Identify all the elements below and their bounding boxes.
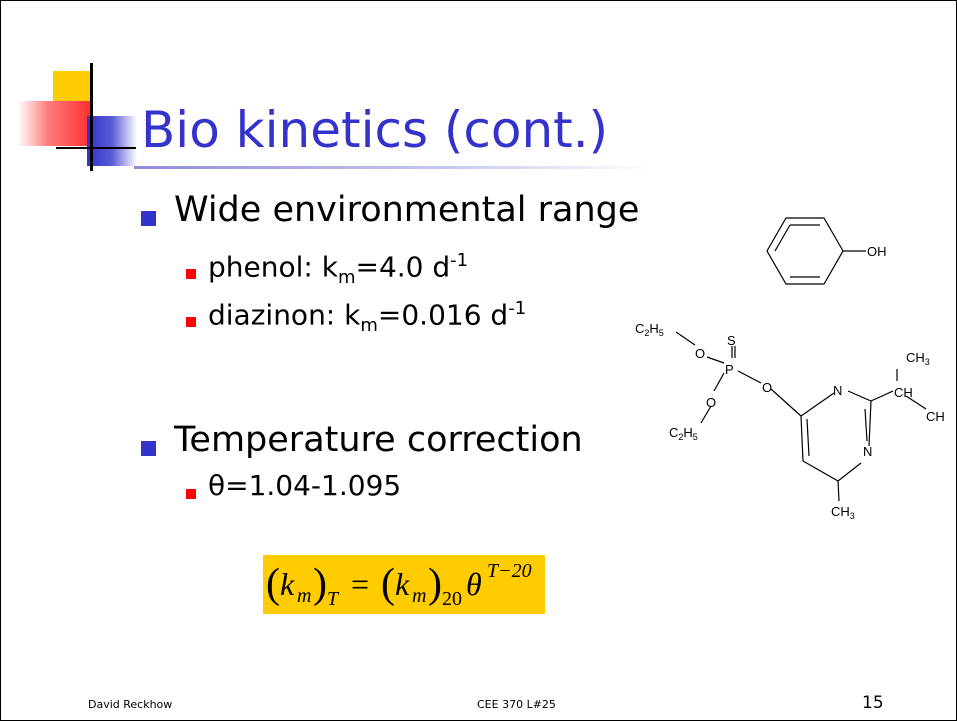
svg-text:N: N: [833, 383, 842, 398]
svg-text:CH3: CH3: [906, 350, 930, 367]
sub-bullet-diazinon: diazinon: km=0.016 d-1: [208, 298, 527, 336]
sub-bullet-theta-range: θ=1.04-1.095: [208, 469, 402, 502]
svg-text:(: (: [381, 561, 395, 607]
decor-horizontal-line: [56, 147, 136, 149]
svg-text:m: m: [297, 585, 311, 607]
svg-text:=: =: [351, 566, 369, 602]
decor-vertical-line: [90, 63, 93, 171]
bullet-temperature-correction: Temperature correction: [174, 420, 583, 460]
svg-text:T: T: [327, 588, 340, 610]
svg-text:(: (: [266, 561, 280, 607]
svg-text:CH3: CH3: [831, 504, 855, 521]
temperature-formula: ( k m ) T = ( k m ) 20 θ T−20: [266, 560, 532, 610]
svg-text:O: O: [695, 346, 705, 361]
sub-bullet-marker: [186, 317, 196, 327]
svg-text:k: k: [280, 566, 295, 602]
phenol-oh-label: OH: [867, 244, 887, 259]
diazinon-structure: C2H5 O S P O O C2H5 N N CH CH3 CH CH3: [635, 321, 945, 521]
svg-text:O: O: [706, 395, 716, 410]
svg-text:): ): [428, 561, 442, 607]
bullet-marker: [141, 211, 156, 226]
sub-bullet-marker: [186, 269, 196, 279]
decor-red-bar: [18, 101, 93, 146]
svg-text:P: P: [725, 362, 734, 377]
temperature-formula-box: ( k m ) T = ( k m ) 20 θ T−20: [263, 555, 545, 614]
footer-course: CEE 370 L#25: [477, 698, 556, 711]
svg-text:C2H5: C2H5: [635, 321, 664, 338]
svg-text:CH: CH: [894, 385, 913, 400]
page-number: 15: [862, 693, 884, 713]
phenol-structure: OH: [766, 217, 887, 285]
svg-text:S: S: [727, 333, 736, 348]
bullet-marker: [141, 441, 156, 456]
svg-text:k: k: [395, 566, 410, 602]
svg-text:): ): [313, 561, 327, 607]
svg-text:N: N: [863, 444, 872, 459]
svg-text:O: O: [762, 380, 772, 395]
sub-bullet-marker: [186, 489, 196, 499]
svg-text:C2H5: C2H5: [669, 425, 698, 442]
sub-bullet-phenol: phenol: km=4.0 d-1: [208, 250, 469, 288]
svg-text:CH: CH: [926, 409, 945, 424]
footer-author: David Reckhow: [88, 698, 173, 711]
slide-title: Bio kinetics (cont.): [141, 101, 609, 159]
svg-text:m: m: [412, 585, 426, 607]
bullet-wide-range: Wide environmental range: [174, 190, 640, 230]
decor-blue-square: [87, 116, 137, 166]
svg-text:θ: θ: [466, 566, 482, 602]
title-underline: [134, 166, 654, 169]
svg-text:T−20: T−20: [487, 560, 532, 582]
svg-text:20: 20: [442, 588, 462, 610]
